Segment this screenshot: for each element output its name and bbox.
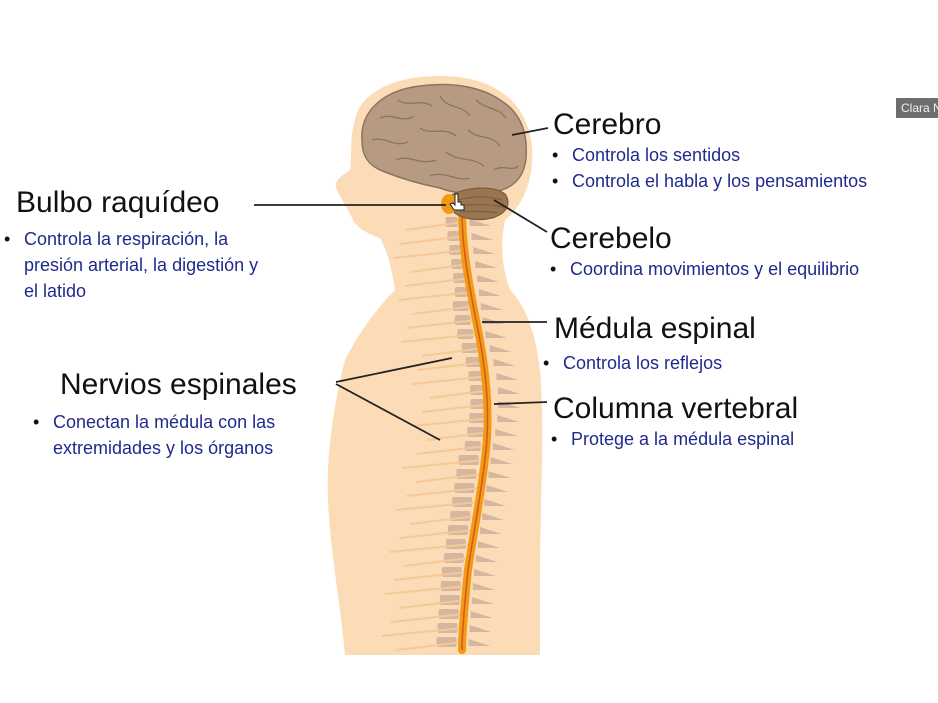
spinal-nerve <box>416 445 487 455</box>
spinous-process <box>482 513 505 520</box>
spinal-nerve <box>421 347 484 357</box>
spinous-process <box>488 471 511 478</box>
spinal-nerve <box>393 571 469 581</box>
vertebra <box>445 217 458 227</box>
label-nervios-title: Nervios espinales <box>60 368 297 401</box>
leader-line-cerebro <box>511 127 549 136</box>
spinal-nerve <box>404 277 472 287</box>
spinous-process <box>478 289 501 296</box>
spinous-process <box>470 611 493 618</box>
spinal-cord-center-line <box>461 211 489 651</box>
spinal-nerve <box>422 403 493 413</box>
spinal-nerve <box>411 263 470 273</box>
list-item: el latido <box>24 281 87 301</box>
spinal-nerve <box>399 235 466 245</box>
leader-line-cerebelo <box>493 199 548 233</box>
leader-line-columna <box>493 401 548 405</box>
spinal-nerve <box>393 249 468 259</box>
label-nervios-list: Conectan la médula con las extremidades … <box>33 409 275 461</box>
brain-folds <box>371 95 519 180</box>
spinal-nerve <box>409 515 477 525</box>
label-cerebelo-list: Coordina movimientos y el equilibrio <box>550 256 859 282</box>
spinous-process <box>486 485 509 492</box>
label-cerebro-title: Cerebro <box>553 108 662 141</box>
spinal-nerve <box>381 627 464 637</box>
list-item: Controla el habla y los pensamientos <box>552 168 867 194</box>
spinous-process <box>473 247 496 254</box>
list-item: Conectan la médula con las <box>33 409 275 435</box>
list-item: presión arterial, la digestión y <box>24 255 259 275</box>
spinal-nerve <box>412 375 491 385</box>
spinous-process <box>469 625 492 632</box>
spinous-process <box>469 219 492 226</box>
spinal-nerve <box>429 389 493 399</box>
spinous-process <box>472 583 495 590</box>
brain <box>361 83 528 195</box>
spinous-process <box>480 527 502 534</box>
spinal-nerve <box>399 529 475 539</box>
spinal-nerve <box>417 361 488 371</box>
leader-lines <box>254 127 549 441</box>
label-bulbo-list: Controla la respiración, la presión arte… <box>4 226 258 304</box>
participant-name-tag: Clara N <box>896 98 938 118</box>
spinal-nerve <box>401 333 480 343</box>
spinal-nerve <box>412 305 475 315</box>
spinal-nerve <box>405 221 464 231</box>
spinous-process <box>480 303 503 310</box>
list-item: Controla los reflejos <box>543 350 722 376</box>
spinal-nerve <box>396 501 479 511</box>
spinous-process <box>485 331 508 338</box>
spinal-nerve <box>416 473 483 483</box>
label-columna-title: Columna vertebral <box>553 392 799 425</box>
spinal-nerve <box>396 641 463 651</box>
list-item: Protege a la médula espinal <box>551 426 794 452</box>
spinal-nerve <box>402 459 485 469</box>
spinal-nerve <box>384 585 467 595</box>
spinal-nerve <box>413 417 492 427</box>
label-medula-list: Controla los reflejos <box>543 350 722 376</box>
spinous-process <box>498 387 520 394</box>
spinal-nerve <box>406 319 477 329</box>
spinal-nerve <box>398 291 474 301</box>
leader-line-nervios-lower <box>335 383 441 441</box>
label-cerebelo-title: Cerebelo <box>550 222 672 255</box>
hand-cursor-icon <box>449 193 465 211</box>
spinous-process <box>484 499 507 506</box>
label-columna-list: Protege a la médula espinal <box>551 426 794 452</box>
spinous-process <box>475 261 498 268</box>
vertebra <box>451 259 464 269</box>
label-cerebro-list: Controla los sentidos Controla el habla … <box>552 142 867 194</box>
spinous-process <box>490 457 513 464</box>
spinous-process <box>475 555 498 562</box>
label-bulbo-title: Bulbo raquídeo <box>16 186 220 219</box>
spinous-process <box>471 233 494 240</box>
list-item: Coordina movimientos y el equilibrio <box>550 256 859 282</box>
list-item: extremidades y los órganos <box>53 438 274 458</box>
spinous-process <box>497 415 520 422</box>
spinal-nerve <box>403 557 470 567</box>
spinous-process <box>496 373 519 380</box>
spinal-nerve <box>389 543 472 553</box>
label-medula-title: Médula espinal <box>554 312 756 345</box>
spinous-process <box>489 345 512 352</box>
spinous-process <box>495 429 518 436</box>
spinous-process <box>477 275 500 282</box>
spinal-nerve <box>406 487 481 497</box>
leader-line-nervios-upper <box>335 357 453 383</box>
spinous-process <box>471 597 494 604</box>
spinal-nerve <box>390 613 465 623</box>
spinous-process <box>473 569 496 576</box>
spinous-process <box>493 359 516 366</box>
spinous-process <box>477 541 500 548</box>
spinous-process <box>492 443 515 450</box>
spinous-process <box>468 639 491 646</box>
spinal-nerve <box>399 599 466 609</box>
list-item: Controla la respiración, la <box>4 226 258 252</box>
body-silhouette <box>327 76 543 655</box>
list-item: Controla los sentidos <box>552 142 867 168</box>
